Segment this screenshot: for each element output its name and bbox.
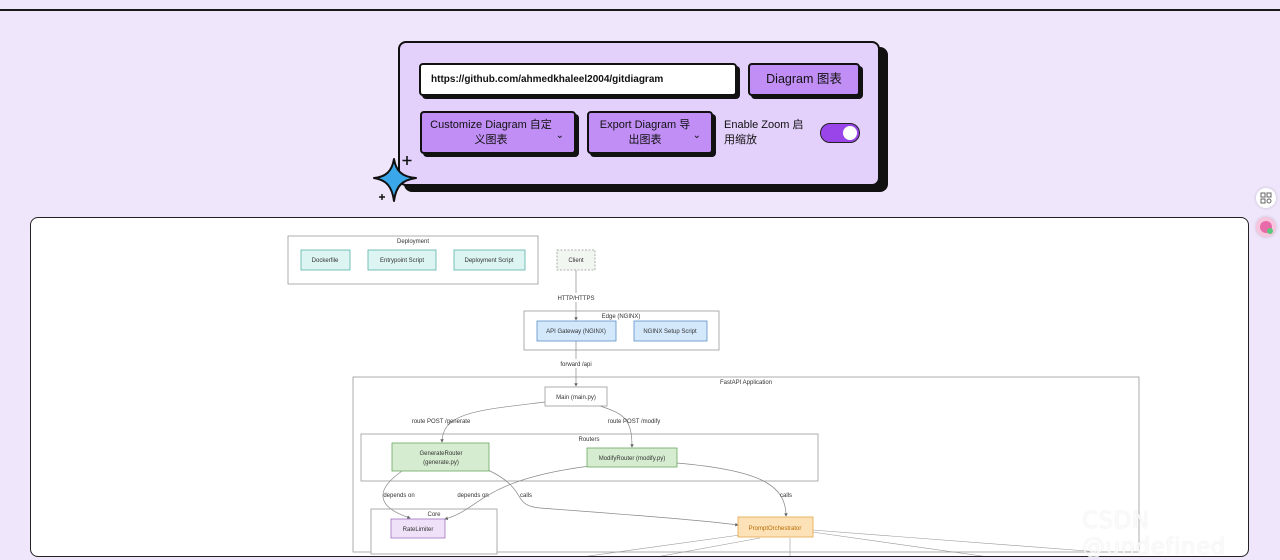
main-node-label: Main (main.py): [556, 395, 596, 401]
edge-route-generate-label: route POST /generate: [412, 419, 471, 425]
grid-icon[interactable]: [1256, 188, 1276, 208]
repo-url-input[interactable]: [419, 63, 737, 96]
dockerfile-node[interactable]: [300, 249, 351, 271]
api-gateway-node[interactable]: [536, 320, 617, 342]
prompt-orchestrator-node[interactable]: [737, 516, 814, 538]
sparkle-icon: [373, 156, 417, 202]
edge-route-generate: [440, 401, 546, 443]
edge-forward-label: forward /api: [560, 362, 591, 368]
modify-router-node-label: ModifyRouter (modify.py): [599, 456, 666, 462]
rate-limiter-node-label: RateLimiter: [403, 527, 434, 533]
export-diagram-label: Export Diagram 导出图表: [599, 118, 691, 146]
customize-diagram-label: Customize Diagram 自定义图表: [430, 118, 552, 146]
top-border: [0, 9, 1280, 11]
edge-calls-2-label: calls: [780, 493, 792, 499]
edge-route-modify-label: route POST /modify: [608, 419, 661, 425]
prompt-orchestrator-node-label: PromptOrchestrator: [749, 526, 802, 532]
customize-diagram-button[interactable]: Customize Diagram 自定义图表 ⌄: [420, 111, 576, 154]
entrypoint-node-label: Entrypoint Script: [380, 258, 424, 264]
toggle-knob: [843, 125, 857, 140]
dockerfile-node-label: Dockerfile: [312, 258, 339, 264]
generate-router-node-file: (generate.py): [423, 460, 459, 466]
edge-route-modify: [599, 405, 634, 448]
rate-limiter-node[interactable]: [390, 518, 446, 539]
nginx-setup-node[interactable]: [633, 320, 708, 342]
edge-depends-2-label: depends on: [457, 493, 488, 499]
edge-depends-2: [444, 465, 591, 520]
edge-calls-1-label: calls: [520, 493, 532, 499]
chevron-down-icon: ⌄: [692, 130, 701, 141]
edge-http-label: HTTP/HTTPS: [558, 296, 595, 302]
modify-router-node[interactable]: [586, 447, 678, 468]
assistant-avatar-icon[interactable]: [1256, 217, 1276, 237]
edge-calls-1: [487, 469, 739, 527]
main-node[interactable]: [544, 386, 608, 407]
deploy-script-node[interactable]: [453, 249, 526, 271]
edge-group-label: Edge (NGINX): [602, 314, 641, 320]
client-node-label: Client: [568, 258, 584, 264]
fastapi-group-label: FastAPI Application: [720, 380, 772, 386]
nginx-setup-node-label: NGINX Setup Script: [643, 329, 697, 335]
diagram-button[interactable]: Diagram 图表: [748, 63, 860, 96]
generate-router-node-label: GenerateRouter: [419, 451, 462, 457]
edge-calls-2: [675, 462, 788, 517]
csdn-watermark: CSDN @undefined: [1082, 508, 1226, 560]
deploy-script-node-label: Deployment Script: [464, 258, 513, 264]
api-gateway-node-label: API Gateway (NGINX): [546, 329, 606, 335]
client-node[interactable]: [556, 249, 596, 271]
architecture-diagram: Deployment Edge (NGINX) FastAPI Applicat…: [287, 235, 1140, 556]
enable-zoom-toggle[interactable]: [820, 123, 860, 143]
routers-group-label: Routers: [578, 437, 599, 443]
generate-router-node[interactable]: [391, 442, 490, 472]
chevron-down-icon: ⌄: [555, 130, 564, 141]
deployment-group-label: Deployment: [397, 239, 429, 245]
entrypoint-node[interactable]: [367, 249, 437, 271]
enable-zoom-label: Enable Zoom 启用缩放: [724, 119, 804, 146]
edge-depends-1-label: depends on: [383, 493, 414, 499]
core-group-label: Core: [427, 512, 441, 518]
edge-depends-1: [382, 470, 411, 519]
export-diagram-button[interactable]: Export Diagram 导出图表 ⌄: [587, 111, 713, 154]
diagram-panel[interactable]: Deployment Edge (NGINX) FastAPI Applicat…: [30, 217, 1249, 557]
